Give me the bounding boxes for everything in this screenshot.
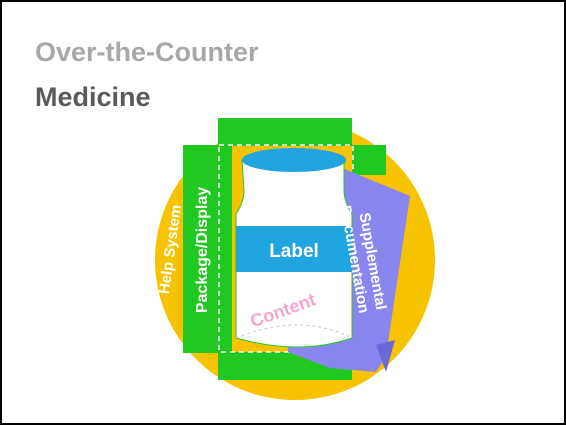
- package-right-flap: [352, 145, 386, 175]
- title-line-2: Medicine: [35, 82, 151, 112]
- label-text: Label: [269, 241, 319, 262]
- package-side-panel: [183, 145, 219, 353]
- title-line-1: Over-the-Counter: [35, 37, 259, 67]
- bottle-cap: [242, 148, 346, 172]
- package-display-label: Package/Display: [194, 187, 211, 313]
- bottle-label-panel: [236, 226, 352, 272]
- package-top-flap: [218, 118, 352, 146]
- package-inner-edge: [219, 145, 232, 353]
